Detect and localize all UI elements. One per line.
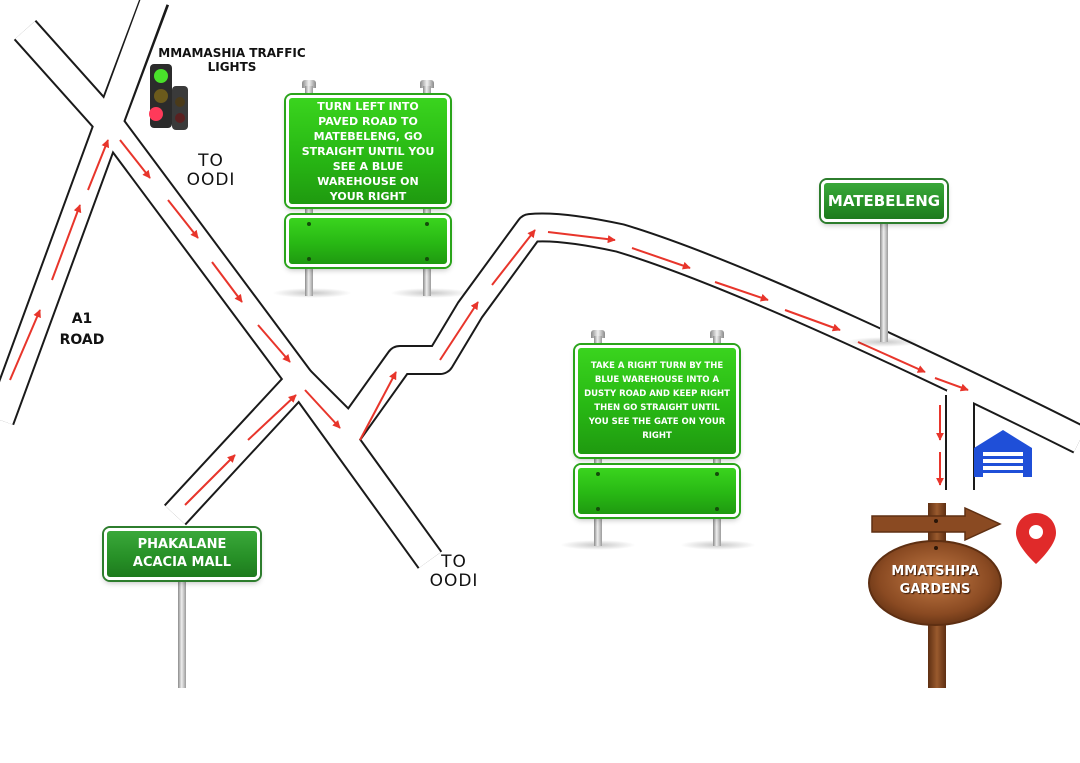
route-arrow xyxy=(547,231,616,244)
traffic-lights-label: MMAMASHIA TRAFFIC LIGHTS xyxy=(158,46,306,74)
route-arrow xyxy=(304,389,341,429)
route-arrow xyxy=(184,454,236,506)
route-arrow xyxy=(119,139,151,179)
route-arrow xyxy=(51,204,82,281)
phakalane-sign-text: PHAKALANE ACACIA MALL xyxy=(104,528,260,580)
wooden-arrow-sign-icon xyxy=(868,503,1002,688)
route-arrows xyxy=(9,139,969,506)
to-oodi-label-bottom: TO OODI xyxy=(429,552,479,591)
paved-road-sign-text: TURN LEFT INTO PAVED ROAD TO MATEBELENG,… xyxy=(286,95,450,207)
route-arrow xyxy=(87,139,110,191)
location-pin-icon xyxy=(1016,513,1056,564)
route-arrow xyxy=(857,341,926,373)
destination-label: MMATSHIPA GARDENS xyxy=(891,564,979,597)
route-arrow xyxy=(211,261,243,303)
to-oodi-label-top: TO OODI xyxy=(186,151,236,190)
route-arrow xyxy=(247,394,297,441)
a1-road-label: A1 ROAD xyxy=(59,311,105,348)
traffic-light-icon xyxy=(149,64,188,130)
route-arrow xyxy=(9,309,41,381)
right-turn-sign-blank xyxy=(575,465,739,517)
route-arrow xyxy=(491,229,536,286)
route-arrow xyxy=(167,199,199,239)
right-turn-sign-text: TAKE A RIGHT TURN BY THE BLUE WAREHOUSE … xyxy=(575,345,739,457)
matebeleng-sign-text: MATEBELENG xyxy=(821,180,947,222)
paved-road-sign-blank xyxy=(286,215,450,267)
route-arrow xyxy=(934,377,969,392)
route-arrow xyxy=(784,309,841,332)
warehouse-icon xyxy=(974,430,1032,477)
route-arrow xyxy=(714,281,769,302)
route-arrow xyxy=(439,301,479,361)
route-arrow xyxy=(257,324,291,363)
route-arrow xyxy=(359,371,397,441)
route-arrow xyxy=(631,247,691,270)
